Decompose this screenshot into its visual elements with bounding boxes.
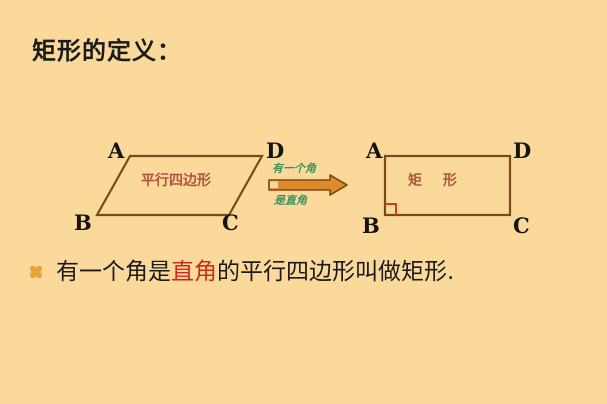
rectangle-outline bbox=[383, 154, 512, 217]
statement-part-one: 有一个角是 bbox=[56, 259, 171, 285]
arrow-label-above: 有一个角 bbox=[272, 162, 316, 175]
statement-part-two: 的平行四边形叫做矩形. bbox=[217, 259, 455, 285]
rectangle-shape bbox=[383, 154, 512, 217]
rectangle-vertex-label-d: D bbox=[513, 138, 532, 163]
right-angle-marker-icon bbox=[385, 203, 397, 215]
page-title: 矩形的定义： bbox=[32, 37, 182, 65]
diamond-cluster-bullet-icon bbox=[29, 266, 43, 279]
arrow-tail-highlight bbox=[270, 181, 278, 189]
definition-statement: 有一个角是 直角 的平行四边形叫做矩形. bbox=[28, 259, 454, 285]
arrow-glyph bbox=[268, 174, 348, 196]
rectangle-vertex-label-c: C bbox=[513, 213, 530, 238]
parallelogram-vertex-label-a: A bbox=[108, 138, 125, 163]
transform-arrow-icon bbox=[268, 174, 348, 196]
parallelogram-caption: 平行四边形 bbox=[141, 173, 211, 189]
parallelogram-outline bbox=[95, 154, 264, 217]
rectangle-caption: 矩 形 bbox=[408, 173, 465, 189]
parallelogram-vertex-label-d: D bbox=[266, 138, 285, 163]
rectangle-vertex-label-b: B bbox=[362, 213, 380, 238]
rectangle-vertex-label-a: A bbox=[366, 138, 383, 163]
parallelogram-vertex-label-b: B bbox=[74, 210, 92, 235]
arrow-label-below: 是直角 bbox=[274, 194, 307, 207]
parallelogram-shape bbox=[95, 154, 264, 217]
statement-highlight: 直角 bbox=[171, 259, 217, 285]
parallelogram-vertex-label-c: C bbox=[222, 210, 239, 235]
